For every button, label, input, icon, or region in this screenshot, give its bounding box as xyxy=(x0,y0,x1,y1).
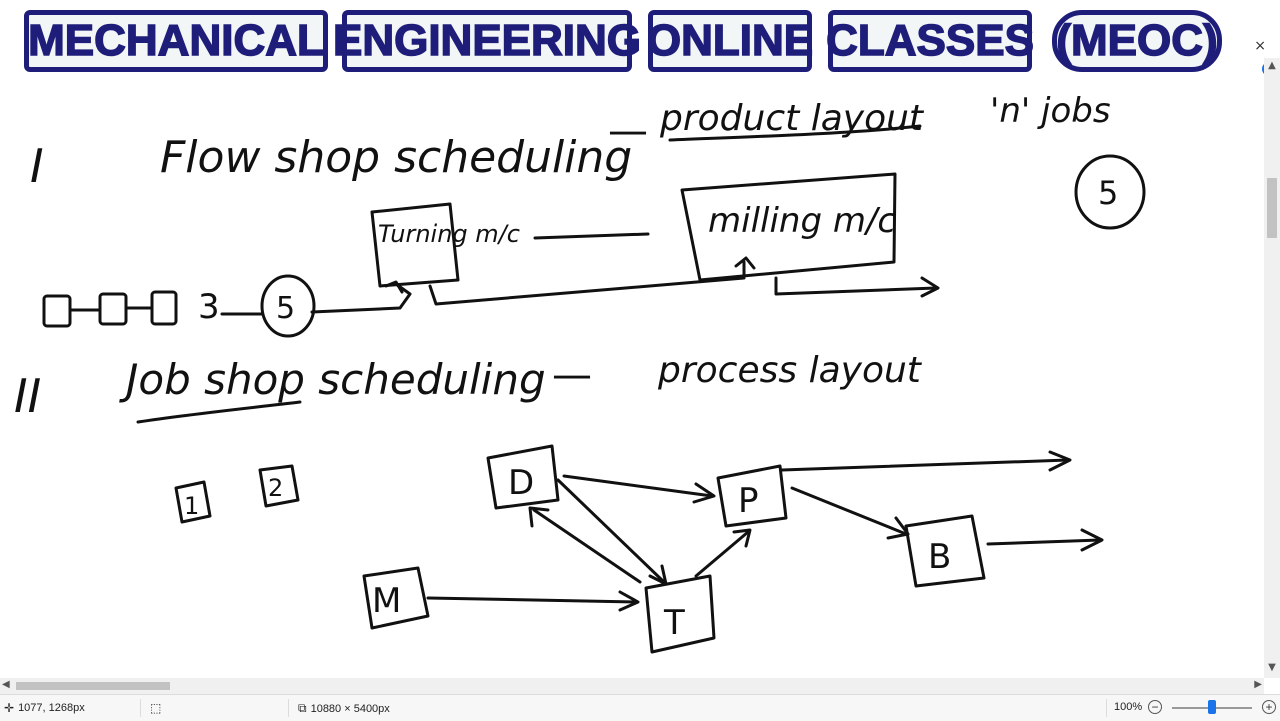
banner-word-online: ONLINE xyxy=(646,10,814,72)
arrow-head xyxy=(618,590,640,612)
node-b-label: B xyxy=(928,537,951,577)
arrow-t-to-p xyxy=(694,530,750,578)
flow-arrow-out xyxy=(774,276,938,296)
banner-text: CLASSES xyxy=(825,16,1034,65)
horizontal-scroll-thumb[interactable] xyxy=(16,682,170,690)
node-box-p xyxy=(716,464,788,528)
section2-numeral: II xyxy=(14,369,41,423)
image-size-icon: ⧉ xyxy=(298,701,307,715)
arrow-head xyxy=(1080,528,1104,552)
section2-title: Job shop scheduling xyxy=(119,355,546,404)
machine-dash xyxy=(533,232,650,240)
queue-count: 3 xyxy=(198,287,220,327)
arrow-b-out xyxy=(986,538,1102,546)
arrow-d-to-t xyxy=(556,478,666,584)
queue-job-2 xyxy=(98,292,128,326)
image-size-text: 10880 × 5400px xyxy=(310,702,390,715)
crosshair-icon: ✛ xyxy=(4,701,15,715)
section1-numeral: I xyxy=(30,139,44,193)
status-bar: ✛ 1077, 1268px ⬚ ⧉ 10880 × 5400px 100% −… xyxy=(0,694,1280,721)
handwriting-svg: I Flow shop scheduling — product layout … xyxy=(14,91,1146,654)
job-box-1 xyxy=(174,480,212,524)
banner-word-mechanical: MECHANICAL xyxy=(24,10,328,72)
scroll-down-icon[interactable]: ▼ xyxy=(1268,662,1276,673)
job-box-2 xyxy=(258,464,300,508)
status-divider xyxy=(1106,699,1107,717)
arrow-head xyxy=(648,564,668,586)
section1-title: Flow shop scheduling xyxy=(160,132,632,183)
zoom-level-text: 100% xyxy=(1114,701,1143,713)
banner-text: ONLINE xyxy=(646,16,814,65)
arrow-head xyxy=(692,482,716,504)
jobs-circle-number: 5 xyxy=(1098,174,1118,212)
section1-dash: — xyxy=(608,108,648,154)
milling-machine-box xyxy=(680,172,897,282)
jobs-circle xyxy=(1074,154,1146,230)
horizontal-scrollbar[interactable]: ◀ ▶ xyxy=(0,678,1264,694)
banner-word-engineering: ENGINEERING xyxy=(332,10,642,72)
section1-layout: product layout xyxy=(659,98,925,139)
arrow-p-to-b xyxy=(790,486,908,536)
cursor-position: ✛ 1077, 1268px xyxy=(4,701,85,715)
image-size: ⧉ 10880 × 5400px xyxy=(298,701,390,716)
job-2-label: 2 xyxy=(268,474,283,502)
node-box-d xyxy=(486,444,560,510)
zoom-level: 100% xyxy=(1114,701,1142,713)
arrow-m-to-t xyxy=(426,596,638,604)
vertical-scroll-thumb[interactable] xyxy=(1267,178,1277,238)
layout-underline xyxy=(668,124,922,142)
node-m-label: M xyxy=(372,581,401,621)
zoom-in-button[interactable]: + xyxy=(1262,700,1276,714)
selection-icon: ⬚ xyxy=(150,701,162,715)
whiteboard-canvas: I Flow shop scheduling — product layout … xyxy=(0,82,1264,678)
turning-machine-box xyxy=(370,202,460,288)
banner-word-classes: CLASSES xyxy=(825,10,1035,72)
node-t-label: T xyxy=(663,603,685,643)
vertical-scrollbar[interactable]: ▲ ▼ xyxy=(1264,58,1280,678)
status-divider xyxy=(140,699,141,717)
arrow-head xyxy=(384,280,404,294)
banner-text: MECHANICAL xyxy=(27,16,324,65)
close-icon[interactable]: × xyxy=(1254,38,1266,54)
flow-arrow-to-milling xyxy=(428,260,746,306)
arrow-head xyxy=(920,276,940,298)
queue-job-3 xyxy=(150,290,178,326)
node-p-label: P xyxy=(738,481,759,521)
turning-machine-label: Turning m/c xyxy=(378,220,520,248)
banner-word-meoc: (MEOC) xyxy=(1052,10,1222,72)
queue-job-1 xyxy=(42,294,72,328)
node-box-b xyxy=(904,514,986,588)
banner-text: (MEOC) xyxy=(1056,16,1219,65)
milling-machine-label: milling m/c xyxy=(708,201,896,241)
node-d-label: D xyxy=(508,463,534,503)
scroll-right-icon[interactable]: ▶ xyxy=(1254,679,1262,690)
scroll-left-icon[interactable]: ◀ xyxy=(2,679,10,690)
section1-jobs: 'n' jobs xyxy=(990,91,1111,131)
section2-layout: process layout xyxy=(657,350,923,391)
scroll-up-icon[interactable]: ▲ xyxy=(1268,60,1276,71)
node-box-t xyxy=(644,574,716,654)
arrow-head xyxy=(886,516,910,540)
status-divider xyxy=(288,699,289,717)
zoom-out-button[interactable]: − xyxy=(1148,700,1162,714)
arrow-head xyxy=(734,256,756,270)
arrow-t-to-d xyxy=(532,508,642,584)
banner-text: ENGINEERING xyxy=(332,16,642,65)
job-1-label: 1 xyxy=(184,492,199,520)
arrow-head xyxy=(1048,450,1072,472)
node-box-m xyxy=(362,566,430,630)
banner: MECHANICAL ENGINEERING ONLINE CLASSES (M… xyxy=(0,0,1250,82)
flow-arrow-to-turning xyxy=(310,282,412,314)
arrow-d-to-p xyxy=(562,474,714,498)
cursor-position-text: 1077, 1268px xyxy=(18,702,85,714)
arrow-p-out xyxy=(780,458,1070,472)
arrow-head xyxy=(732,528,752,548)
queue-circle-number: 5 xyxy=(276,291,295,326)
section2-dash: — xyxy=(552,352,592,398)
selection-size: ⬚ xyxy=(150,701,161,715)
title-underline xyxy=(136,400,302,424)
zoom-slider-handle[interactable] xyxy=(1208,700,1216,714)
queue-circle xyxy=(260,274,316,338)
arrow-head xyxy=(528,506,550,528)
